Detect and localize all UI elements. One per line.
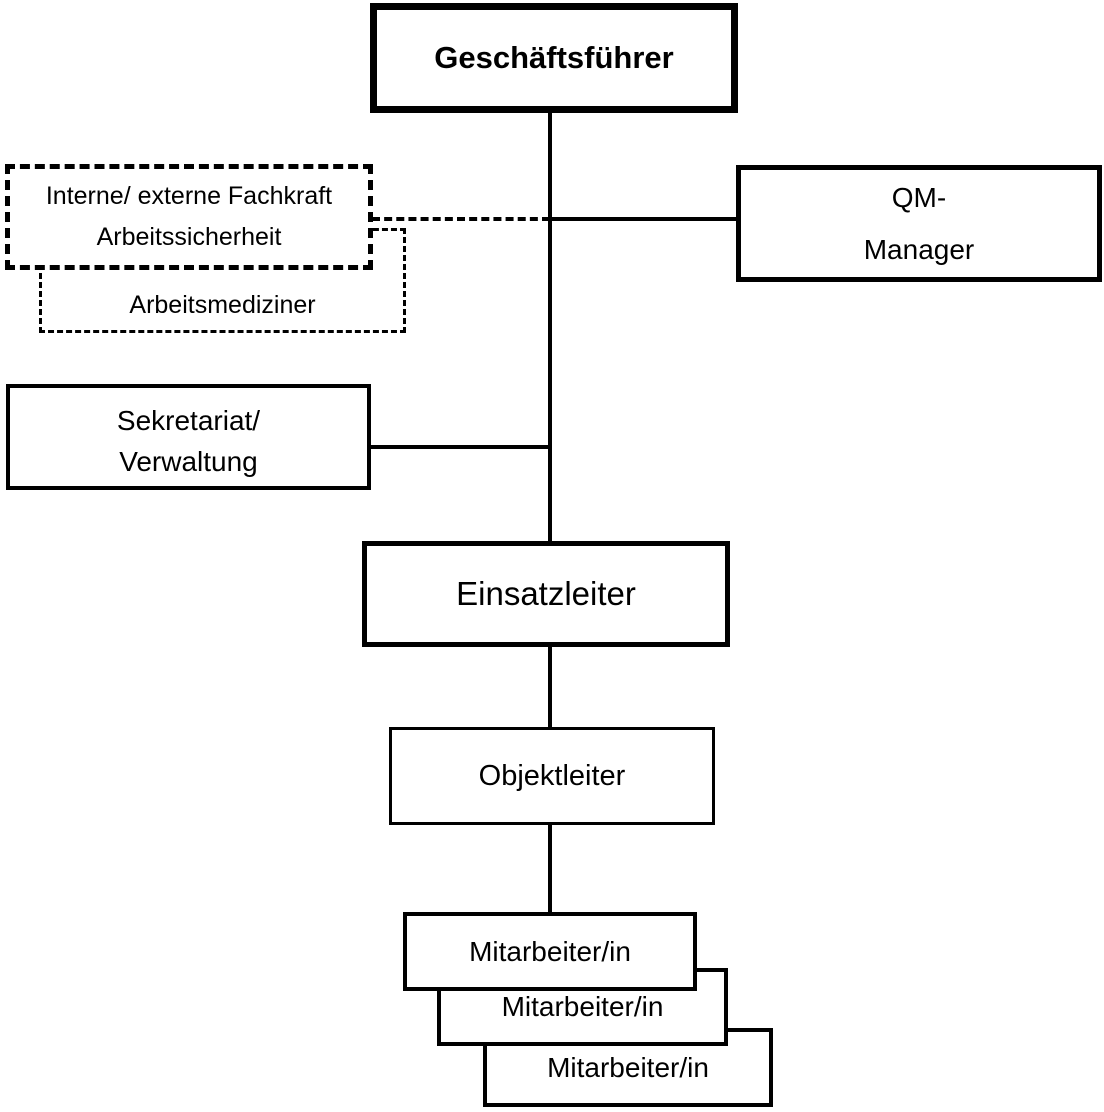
node-mitarbeiter-1-label: Mitarbeiter/in [469, 935, 631, 967]
connector-sekretariat-trunk [369, 445, 550, 449]
connector-fachkraft-trunk-dashed [372, 217, 550, 221]
node-mitarbeiter-2-label: Mitarbeiter/in [501, 991, 664, 1022]
node-qm-manager-line1: QM- [891, 181, 947, 213]
node-sekretariat-line2: Verwaltung [119, 446, 258, 477]
node-mitarbeiter-3-label: Mitarbeiter/in [547, 1051, 709, 1083]
node-geschaeftsfuehrer: Geschäftsführer [370, 3, 738, 113]
node-objektleiter: Objektleiter [389, 727, 715, 825]
node-arbeitsmediziner-label: Arbeitsmediziner [129, 291, 316, 319]
node-sekretariat-verwaltung: Sekretariat/ Verwaltung [6, 384, 371, 490]
connector-qm-manager-trunk [550, 217, 738, 221]
node-einsatzleiter: Einsatzleiter [362, 541, 730, 647]
node-geschaeftsfuehrer-label: Geschäftsführer [434, 40, 674, 75]
node-qm-manager: QM- Manager [736, 165, 1102, 282]
node-qm-manager-line2: Manager [863, 233, 975, 265]
node-objektleiter-label: Objektleiter [478, 759, 626, 792]
connector-einsatzleiter-objektleiter [548, 645, 552, 729]
node-einsatzleiter-label: Einsatzleiter [456, 575, 636, 612]
node-fachkraft-line2: Arbeitssicherheit [96, 223, 282, 251]
connector-geschaeftsfuehrer-einsatzleiter [548, 110, 552, 543]
node-sekretariat-line1: Sekretariat/ [116, 405, 261, 436]
node-fachkraft-line1: Interne/ externe Fachkraft [45, 182, 333, 210]
connector-objektleiter-mitarbeiter [548, 823, 552, 914]
node-fachkraft-arbeitssicherheit: Interne/ externe Fachkraft Arbeitssicher… [5, 164, 373, 270]
node-mitarbeiter-1: Mitarbeiter/in [403, 912, 697, 991]
